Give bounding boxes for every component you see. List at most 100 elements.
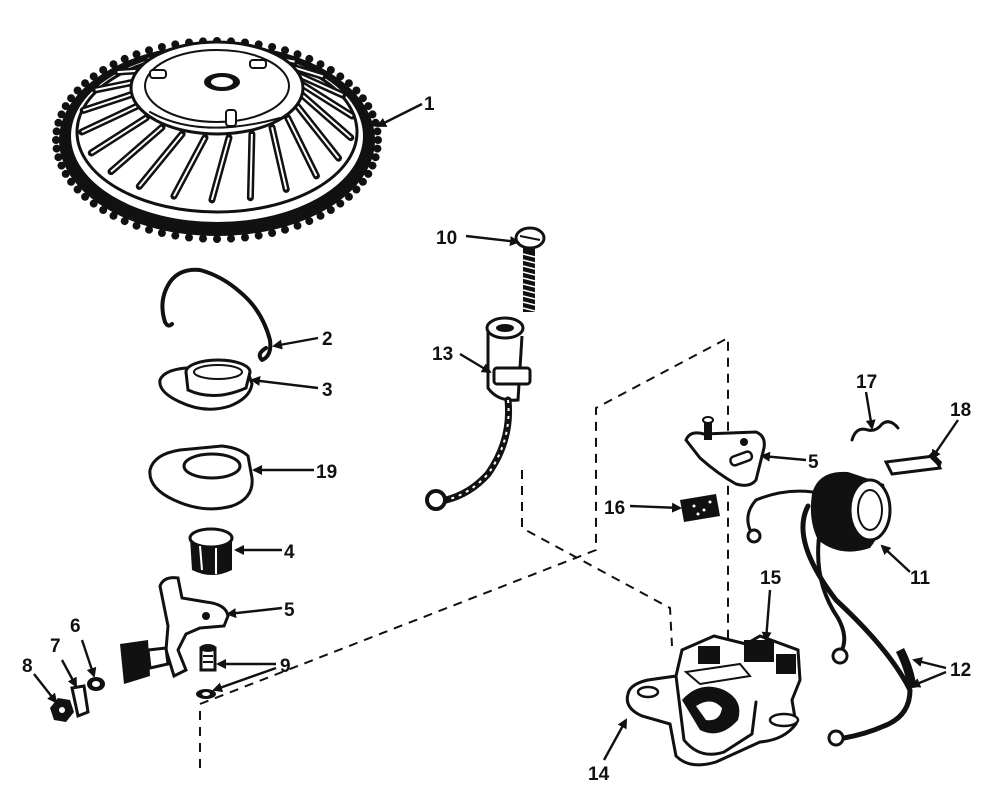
screw-thread <box>522 265 536 270</box>
gear-tooth <box>352 185 361 194</box>
gear-tooth <box>368 110 377 119</box>
gear-tooth <box>373 127 382 136</box>
callout-4: 4 <box>284 542 295 563</box>
gear-tooth <box>157 229 166 237</box>
gear-tooth <box>67 94 76 103</box>
gear-tooth <box>336 72 345 81</box>
callout-19: 19 <box>316 462 337 483</box>
breaker-housing-part <box>625 634 802 767</box>
gear-tooth <box>368 161 377 170</box>
cooling-fin-highlight <box>297 80 353 117</box>
cooling-fin-highlight <box>271 127 288 190</box>
gear-tooth <box>73 86 82 95</box>
cooling-fin-highlight <box>95 80 137 91</box>
gear-tooth <box>132 50 141 59</box>
gear-tooth <box>326 206 335 214</box>
clip-wire-part <box>850 420 900 442</box>
gear-tooth <box>364 102 373 111</box>
gear-tooth <box>132 221 141 230</box>
cooling-fin-highlight <box>81 105 137 133</box>
screw-thread <box>522 301 536 306</box>
cooling-fin-highlight <box>249 133 253 198</box>
screw-thread <box>522 289 536 294</box>
gear-tooth <box>227 234 235 243</box>
callout-15: 15 <box>760 568 782 589</box>
gear-tooth <box>61 169 70 178</box>
gear-tooth <box>81 79 90 88</box>
ignition-coil-part <box>746 471 892 552</box>
gear-tooth <box>213 235 221 243</box>
gear-tooth <box>268 43 277 51</box>
gear-tooth <box>145 46 153 55</box>
callout-8: 8 <box>22 656 33 677</box>
breaker-plate-part <box>684 416 766 487</box>
gear-tooth <box>89 199 98 208</box>
gear-tooth <box>54 118 63 127</box>
gear-tooth <box>73 185 82 194</box>
gear-tooth <box>344 192 353 201</box>
gear-tooth <box>373 144 382 153</box>
screw-thread <box>522 307 536 312</box>
gear-tooth <box>281 46 289 55</box>
gear-tooth <box>120 217 129 226</box>
gear-tooth <box>52 127 61 136</box>
flanged-bushing-part <box>158 358 254 411</box>
gear-tooth <box>57 161 66 170</box>
callout-5-left: 5 <box>284 600 295 621</box>
bracket-arm-part <box>120 576 230 684</box>
callout-10: 10 <box>436 228 457 249</box>
gear-tooth <box>305 217 314 226</box>
screw-thread <box>522 283 536 288</box>
gear-tooth <box>352 86 361 95</box>
gear-tooth <box>52 136 60 144</box>
gear-tooth <box>305 54 314 63</box>
screw-thread <box>522 271 536 276</box>
gear-tooth <box>371 153 380 162</box>
screw-washer-part <box>196 644 217 699</box>
gear-tooth <box>374 136 382 144</box>
gear-tooth <box>336 199 345 208</box>
callout-3: 3 <box>322 380 333 401</box>
callout-13: 13 <box>432 344 453 365</box>
screw-part <box>514 226 546 312</box>
cooling-fin-highlight <box>210 137 230 201</box>
gear-tooth <box>99 206 108 214</box>
callout-5-right: 5 <box>808 452 819 473</box>
callout-18: 18 <box>950 400 971 421</box>
gear-tooth <box>316 60 325 69</box>
screw-thread <box>522 259 536 264</box>
cooling-fin-highlight <box>296 105 340 159</box>
gear-tooth <box>157 43 166 51</box>
gear-tooth <box>61 102 70 111</box>
gear-tooth <box>171 231 180 240</box>
condenser-part <box>425 316 532 511</box>
cooling-fin-highlight <box>138 133 183 188</box>
gear-tooth <box>293 50 302 59</box>
callout-17: 17 <box>856 372 877 393</box>
gear-tooth <box>199 234 207 243</box>
gear-tooth <box>254 231 263 240</box>
gear-tooth <box>109 60 118 69</box>
cooling-fin-highlight <box>110 126 163 173</box>
gear-tooth <box>316 211 325 220</box>
gear-tooth <box>57 110 66 119</box>
callout-11: 11 <box>910 568 931 589</box>
flywheel-part <box>52 37 382 243</box>
gear-tooth <box>364 169 373 178</box>
gear-tooth <box>326 66 335 74</box>
washer-part <box>87 677 105 691</box>
screw-thread <box>522 277 536 282</box>
callout-9: 9 <box>280 656 291 677</box>
gear-tooth <box>52 144 61 153</box>
gear-tooth <box>109 211 118 220</box>
roller-sleeve-part <box>188 527 234 575</box>
cooling-fin-highlight <box>286 117 318 177</box>
nut-part <box>50 698 74 722</box>
gear-tooth <box>185 233 193 242</box>
callout-1: 1 <box>424 94 435 115</box>
spacer-plate-part <box>148 444 254 511</box>
callout-leaders <box>33 102 959 761</box>
cooling-fin-highlight <box>173 137 206 197</box>
assembly-guide-lines <box>199 336 729 768</box>
